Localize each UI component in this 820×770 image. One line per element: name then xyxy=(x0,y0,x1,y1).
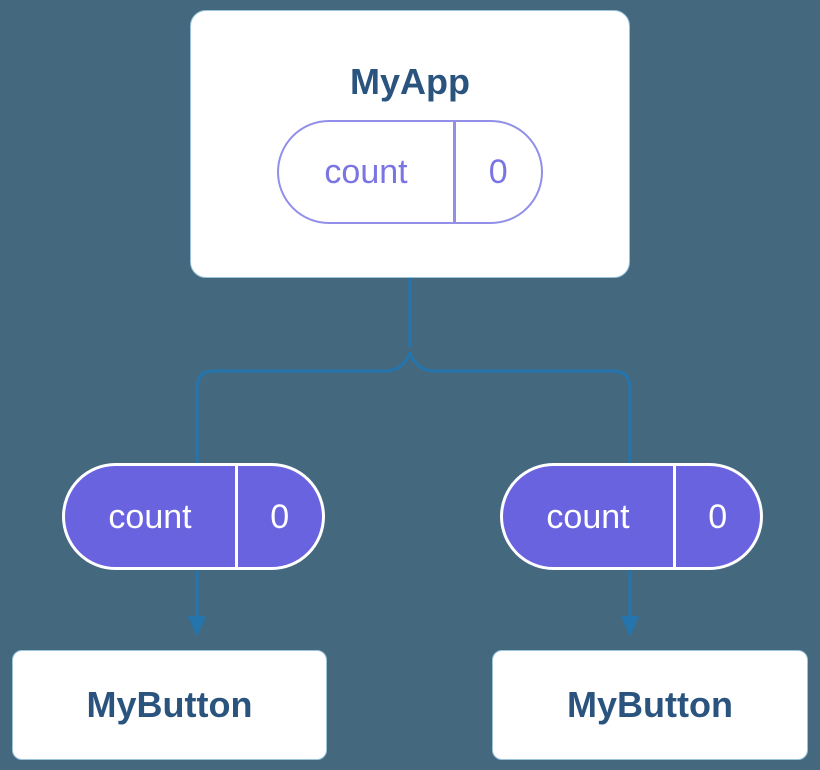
mybutton-left-title: MyButton xyxy=(86,684,253,725)
right-arrowhead-icon xyxy=(621,616,639,637)
myapp-title: MyApp xyxy=(350,61,470,102)
mybutton-card-left: MyButton xyxy=(12,650,327,760)
myapp-card: MyApp count 0 xyxy=(190,10,630,278)
left-branch-line xyxy=(195,351,412,620)
mybutton-card-right: MyButton xyxy=(492,650,808,760)
state-pill-divider xyxy=(453,122,456,222)
props-pill-left: count 0 xyxy=(62,463,325,570)
props-pill-right-divider xyxy=(673,466,676,567)
props-pill-right-value: 0 xyxy=(708,497,728,536)
state-pill-label: count xyxy=(324,153,408,191)
props-pill-left-value: 0 xyxy=(270,497,290,536)
props-pill-left-label: count xyxy=(108,497,192,536)
state-pill-value: 0 xyxy=(488,153,508,191)
props-pill-left-divider xyxy=(235,466,238,567)
mybutton-right-title: MyButton xyxy=(567,684,733,725)
left-arrowhead-icon xyxy=(188,616,206,637)
props-pill-right-label: count xyxy=(546,497,630,536)
right-branch-line xyxy=(408,351,632,620)
state-pill: count 0 xyxy=(277,120,543,224)
props-pill-right: count 0 xyxy=(500,463,763,570)
